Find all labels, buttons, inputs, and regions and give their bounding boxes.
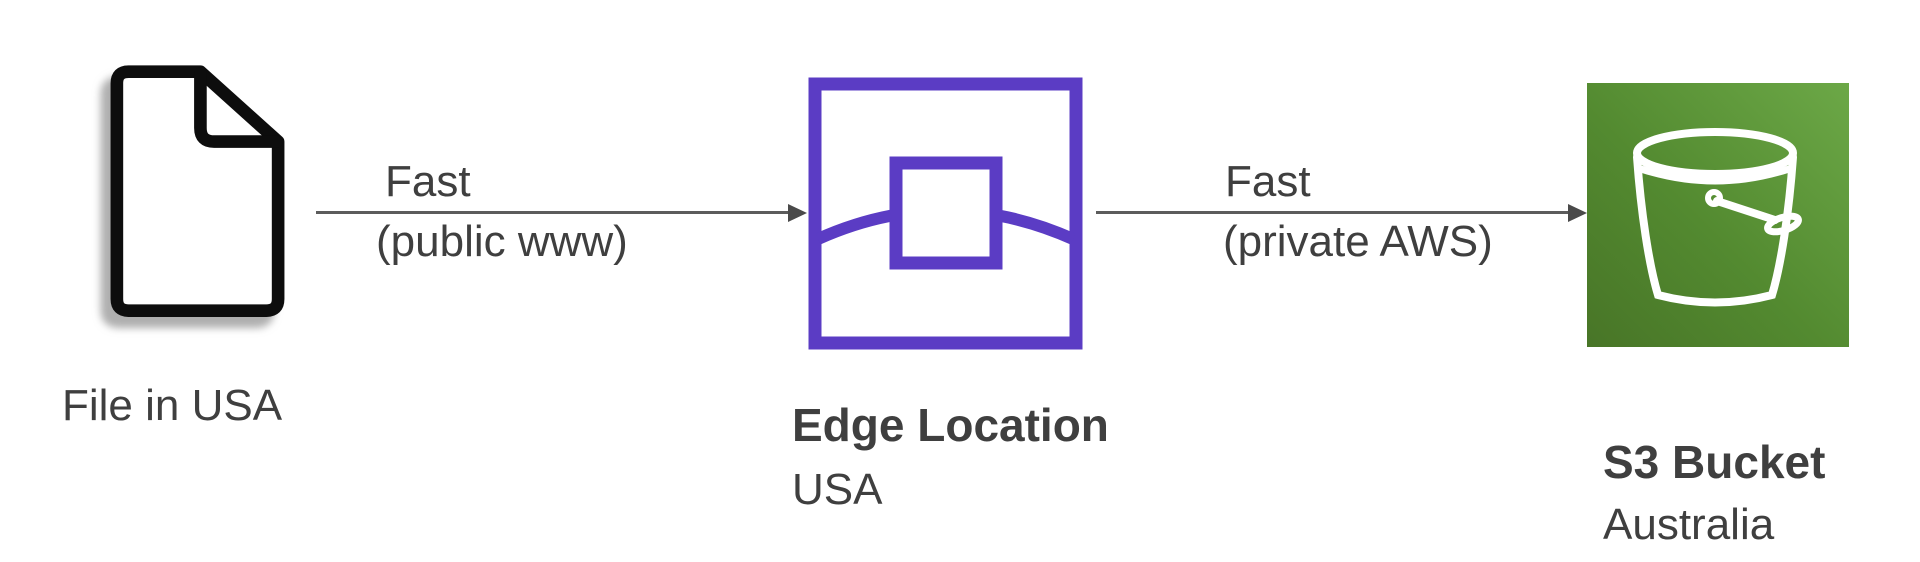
edge-node-title: Edge Location xyxy=(792,399,1109,451)
arrow-line xyxy=(1096,211,1568,214)
arrow-label-bottom: (private AWS) xyxy=(1223,217,1493,266)
bucket-glyph xyxy=(1633,128,1802,307)
arrow-right-icon xyxy=(788,203,807,222)
arrow-label-bottom: (public www) xyxy=(376,217,628,266)
s3-node-subtitle: Australia xyxy=(1603,500,1775,549)
arrow-label-top: Fast xyxy=(385,157,471,206)
edge-location-icon xyxy=(808,77,1083,350)
arrow-label-top: Fast xyxy=(1225,157,1311,206)
edge-node-subtitle: USA xyxy=(792,465,883,514)
s3-node-title: S3 Bucket xyxy=(1603,436,1826,488)
document-icon xyxy=(110,65,285,317)
file-node-label: File in USA xyxy=(62,381,283,430)
arrow-right-icon xyxy=(1568,203,1587,222)
arrow-line xyxy=(316,211,788,214)
s3-bucket-icon xyxy=(1587,83,1849,347)
